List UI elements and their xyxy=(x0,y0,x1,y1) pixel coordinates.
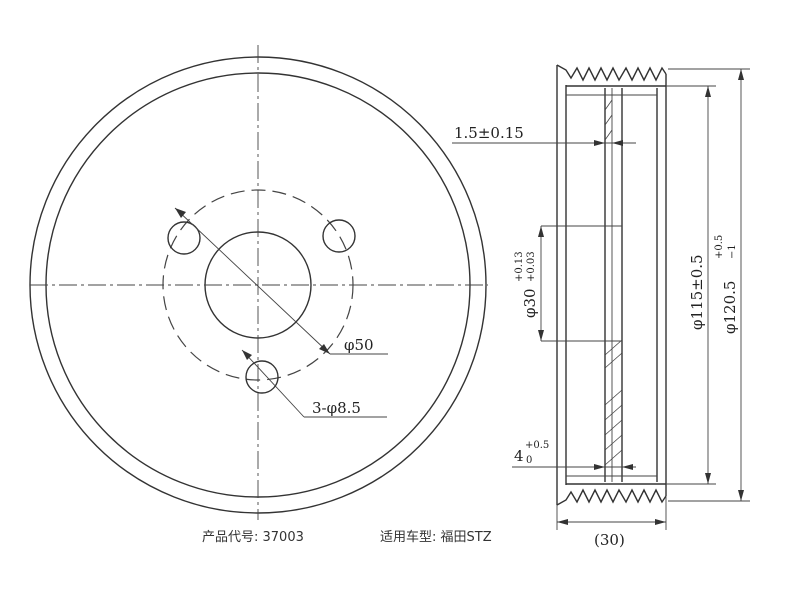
bore-dim-arrow-top xyxy=(538,226,544,237)
offset-tol-upper: +0.5 xyxy=(525,440,549,451)
grooves-top xyxy=(556,64,667,82)
width-label: (30) xyxy=(594,531,625,549)
holes-arrow-head xyxy=(242,350,252,360)
d120-label: φ120.5 xyxy=(721,281,739,334)
offset-tol-lower: 0 xyxy=(526,455,532,466)
offset-arrow-l xyxy=(594,464,605,470)
front-view: φ50 3-φ8.5 xyxy=(29,45,488,520)
d120-arrow-top xyxy=(738,69,744,80)
width-arrow-l xyxy=(557,519,568,525)
d120-tol-upper: +0.5 xyxy=(714,235,725,259)
d115-arrow-top xyxy=(705,86,711,97)
bore-dim-label: φ30 xyxy=(521,288,539,318)
hatch-lower xyxy=(604,389,623,466)
grooves-bottom xyxy=(556,488,667,506)
pcd-leader xyxy=(174,207,331,355)
bore-tol-lower: +0.03 xyxy=(526,251,537,282)
holes-leader xyxy=(241,349,305,418)
bolt-hole-bottom xyxy=(245,360,279,394)
groove-width-arrow-r xyxy=(612,140,623,146)
pcd-arrow-head xyxy=(175,208,186,218)
pcd-arrow-tail xyxy=(319,344,330,354)
pcd-label: φ50 xyxy=(344,336,374,354)
d115-label: φ115±0.5 xyxy=(688,254,706,330)
part-number-caption: 产品代号: 37003 xyxy=(202,530,304,545)
d120-arrow-bottom xyxy=(738,490,744,501)
d120-tol-lower: −1 xyxy=(727,244,738,259)
groove-width-label: 1.5±0.15 xyxy=(454,124,524,142)
holes-label: 3-φ8.5 xyxy=(312,399,361,417)
groove-width-arrow-l xyxy=(594,140,605,146)
bolt-hole-top-right xyxy=(322,219,356,253)
hatch-mid xyxy=(604,339,623,369)
d115-arrow-bottom xyxy=(705,473,711,484)
side-view: 1.5±0.15 φ30 +0.13 +0.03 4 +0.5 0 φ115±0… xyxy=(452,64,750,549)
offset-label: 4 xyxy=(514,447,524,465)
vehicle-caption: 适用车型: 福田STZ xyxy=(380,530,492,545)
bore-tol-upper: +0.13 xyxy=(514,251,525,282)
bolt-hole-top-left xyxy=(167,221,201,255)
width-arrow-r xyxy=(655,519,666,525)
bore-dim-arrow-bottom xyxy=(538,330,544,341)
hatch-upper xyxy=(604,99,613,141)
offset-arrow-r xyxy=(622,464,633,470)
